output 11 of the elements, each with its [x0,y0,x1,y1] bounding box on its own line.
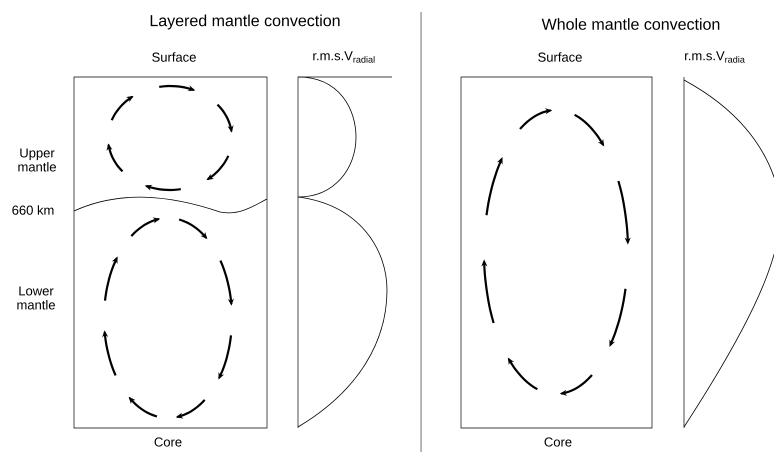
axis-label: Upper mantle [18,148,56,172]
panel-title: Layered mantle convection [150,14,340,30]
axis-label: 660 km [12,205,54,215]
panel-title: Whole mantle convection [542,18,720,30]
axis-label: Surface [152,52,196,62]
axis-label: Core [544,437,572,447]
axis-label: r.m.s.V$_{radia}$ [685,51,745,63]
axis-label: Core [154,437,182,447]
axis-label: Lower mantle [17,286,55,310]
axis-label: Surface [538,52,582,62]
axis-label: r.m.s.V$_{radial}$ [313,51,374,63]
